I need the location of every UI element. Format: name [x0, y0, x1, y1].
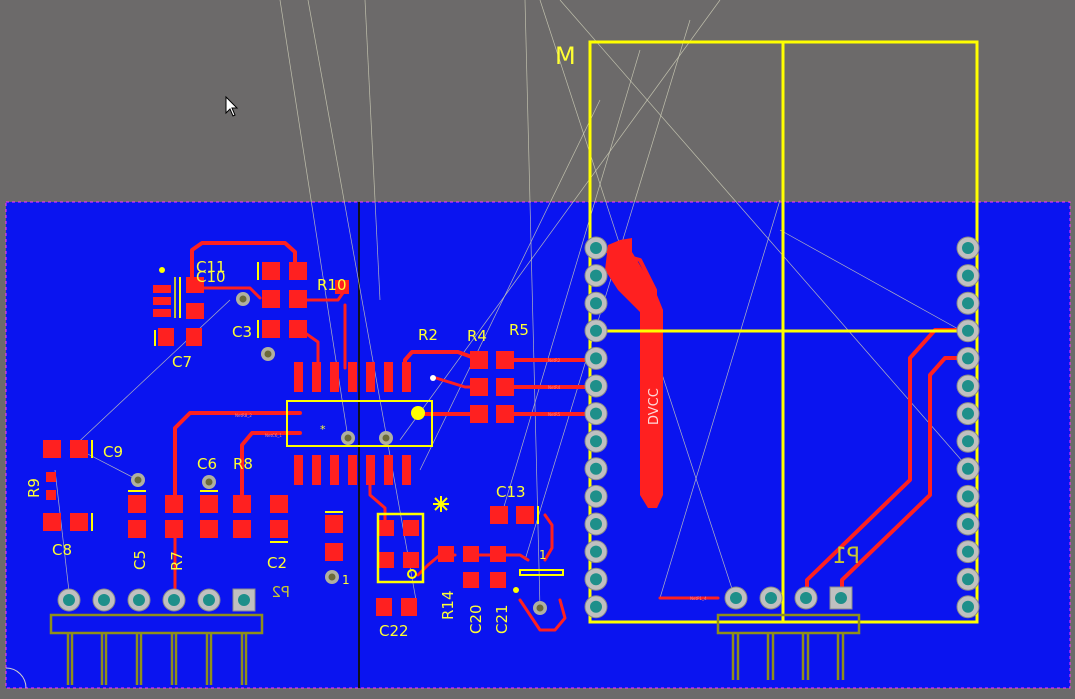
vias	[131, 292, 547, 615]
module-left-pin-hole	[590, 545, 602, 558]
via-hole	[264, 350, 272, 358]
label-r8: R8	[233, 455, 253, 473]
via-hole	[328, 573, 336, 581]
module-right-pin-hole	[962, 490, 974, 503]
via-hole	[536, 604, 544, 612]
module-left-pin-hole	[590, 435, 602, 448]
origin-marker	[433, 496, 449, 512]
label-pin1-a: 1	[342, 573, 350, 587]
svg-text:NetP1_4: NetP1_4	[690, 596, 707, 601]
mouse-cursor-icon	[225, 95, 239, 117]
module-left-pin-hole	[590, 573, 602, 586]
ic-pin1-marker	[411, 406, 425, 420]
module-right-pin-hole	[962, 380, 974, 392]
module-right-pin-hole	[962, 407, 974, 420]
label-p1: P1	[833, 544, 860, 569]
label-r7: R7	[168, 551, 186, 571]
label-c2: C2	[267, 554, 287, 572]
label-r10: R10	[317, 276, 347, 294]
silkscreen-marks	[91, 262, 564, 593]
dvcc-trace[interactable]	[605, 238, 663, 508]
label-c13: C13	[496, 483, 526, 501]
via-hole	[382, 434, 390, 442]
through-hole-pads[interactable]	[57, 236, 980, 619]
label-m: M	[555, 42, 576, 70]
label-c3: C3	[232, 323, 252, 341]
p2-pin-hole	[63, 594, 75, 606]
module-left-pin-hole	[590, 269, 602, 282]
module-right-pin-hole	[962, 600, 974, 613]
label-r9: R9	[25, 478, 43, 498]
svg-text:NetR5: NetR5	[548, 412, 561, 417]
via-hole	[205, 478, 213, 486]
module-right-pin-hole	[962, 545, 974, 558]
label-r14: R14	[439, 590, 457, 620]
module-left-pin-hole	[590, 380, 602, 392]
p2-pin-hole	[203, 594, 215, 606]
via-hole	[239, 295, 247, 303]
svg-text:NetR8_2: NetR8_2	[235, 413, 252, 418]
dvcc-net-label: DVCC	[647, 388, 662, 425]
label-r2: R2	[418, 326, 438, 344]
module-right-pin-hole	[962, 269, 974, 282]
label-c21: C21	[493, 604, 511, 634]
header-p1-body[interactable]	[716, 613, 861, 680]
label-c11: C11	[196, 258, 226, 276]
module-right-pin-hole	[962, 462, 974, 475]
svg-text:NetR2: NetR2	[548, 358, 561, 363]
label-pin1-b: 1	[539, 548, 547, 562]
module-right-pin-hole	[962, 324, 974, 337]
module-right-pin-hole	[962, 573, 974, 586]
module-left-pin-hole	[590, 324, 602, 337]
corner-arc	[5, 667, 27, 689]
module-left-pin-hole	[590, 490, 602, 503]
label-c10: C10	[196, 268, 226, 286]
module-left-pin-hole	[590, 462, 602, 475]
label-r4: R4	[467, 327, 487, 345]
module-right-pin-hole	[962, 518, 974, 530]
pad-net-text: NetR8_2 NetC6_1 NetR2 NetR4 NetR5 NetP1_…	[235, 358, 707, 601]
p2-pin-hole	[168, 594, 180, 606]
designator-labels: C11 C10 R10 C3 C7 R2 R4 R5 C9 R9 C8 C6 R…	[25, 42, 860, 640]
p1-pin-hole	[800, 592, 812, 604]
p2-pin-square-hole	[238, 594, 250, 606]
p2-pin-hole	[133, 594, 145, 606]
module-right-pin-hole	[962, 352, 974, 365]
p2-pin-hole	[98, 594, 110, 606]
module-left-pin-hole	[590, 352, 602, 365]
label-c9: C9	[103, 443, 123, 461]
label-c20: C20	[467, 604, 485, 634]
ic-body-outline[interactable]	[286, 400, 433, 447]
label-c5: C5	[131, 550, 149, 570]
module-left-pin-hole	[590, 518, 602, 530]
svg-text:NetR4: NetR4	[548, 385, 561, 390]
header-p2-body[interactable]	[49, 613, 264, 685]
label-p2: P2	[271, 583, 290, 601]
label-c7: C7	[172, 353, 192, 371]
via-hole	[344, 434, 352, 442]
module-left-pin-hole	[590, 242, 602, 254]
label-r5: R5	[509, 321, 529, 339]
module-right-pin-hole	[962, 297, 974, 310]
module-right-pin-hole	[962, 242, 974, 254]
label-c8: C8	[52, 541, 72, 559]
via-hole	[134, 476, 142, 484]
p1-pin-hole	[730, 592, 742, 604]
label-c22: C22	[379, 622, 409, 640]
p1-pin-square-hole	[835, 592, 847, 604]
module-left-pin-hole	[590, 407, 602, 420]
smd-pads[interactable]	[43, 262, 534, 616]
module-left-pin-hole	[590, 600, 602, 613]
module-left-pin-hole	[590, 297, 602, 310]
p1-pin-hole	[765, 592, 777, 604]
label-c6: C6	[197, 455, 217, 473]
board-outline	[5, 201, 1071, 689]
ic-star-mark: *	[320, 423, 326, 436]
svg-text:NetC6_1: NetC6_1	[265, 433, 282, 438]
module-right-pin-hole	[962, 435, 974, 448]
